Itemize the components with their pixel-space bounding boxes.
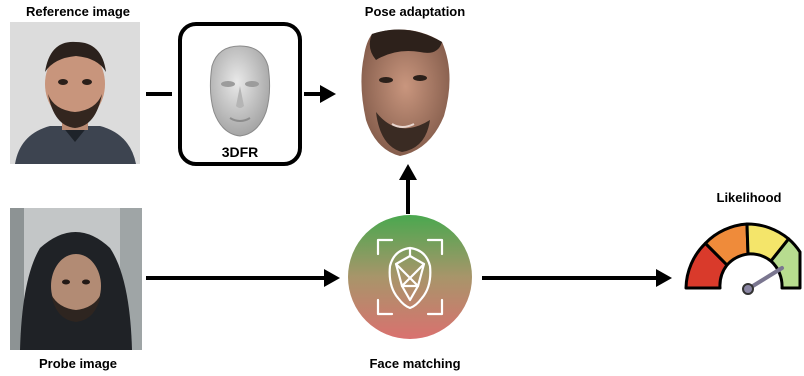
pose-adaptation-label: Pose adaptation xyxy=(364,4,466,19)
gauge-needle xyxy=(746,266,784,291)
probe-image-label: Probe image xyxy=(38,356,118,371)
pose-adapted-face xyxy=(361,29,450,156)
likelihood-gauge xyxy=(684,222,802,295)
gauge-segment-green xyxy=(769,237,802,290)
reference-image-label: Reference image xyxy=(25,4,131,19)
reference-photo xyxy=(10,22,140,164)
arrow-probe-to-matching xyxy=(146,269,340,287)
face-matching-label: Face matching xyxy=(369,356,461,371)
arrow-3dfr-to-pose xyxy=(304,85,336,103)
3dfr-label: 3DFR xyxy=(222,144,259,160)
face-scan-icon xyxy=(376,238,444,316)
face-matching-badge xyxy=(348,215,472,339)
likelihood-label: Likelihood xyxy=(716,190,782,205)
3dfr-box: 3DFR xyxy=(178,22,302,166)
probe-photo xyxy=(10,208,142,350)
arrow-matching-to-likelihood xyxy=(482,269,672,287)
3d-face-mask-icon xyxy=(209,45,271,137)
arrow-matching-to-pose xyxy=(399,164,417,214)
gauge-pivot xyxy=(742,283,754,295)
